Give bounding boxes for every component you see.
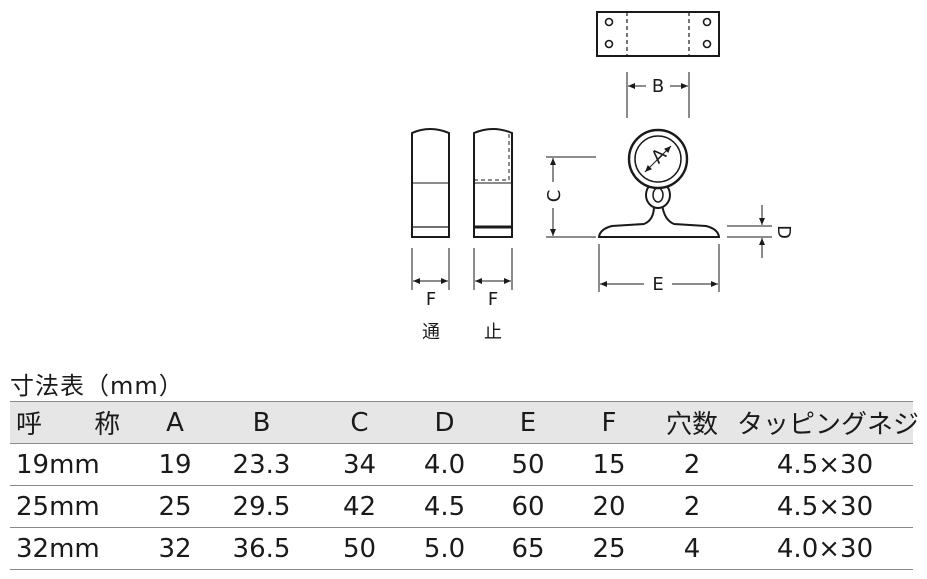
label-f-through: F: [426, 289, 436, 310]
cell-b: 29.5: [208, 485, 315, 528]
table-row: 32mm 32 36.5 50 5.0 65 25 4 4.0×30: [10, 527, 913, 570]
screw-hole: [604, 17, 614, 27]
cell-holes: 4: [647, 527, 737, 570]
screw-hole: [702, 39, 712, 49]
header-c: C: [315, 401, 404, 444]
cell-d: 5.0: [404, 527, 485, 570]
table-row: 19mm 19 23.3 34 4.0 50 15 2 4.5×30: [10, 443, 913, 486]
screw-hole: [702, 17, 712, 27]
cell-b: 36.5: [208, 527, 315, 570]
cell-name: 19mm: [10, 443, 142, 486]
label-f-stop: F: [488, 289, 498, 310]
header-name: 呼 称: [10, 401, 142, 444]
cell-screw: 4.5×30: [737, 443, 913, 486]
cell-screw: 4.0×30: [737, 527, 913, 570]
label-c: C: [544, 190, 565, 203]
header-b: B: [208, 401, 315, 444]
cell-holes: 2: [647, 485, 737, 528]
cell-e: 60: [485, 485, 571, 528]
cell-f: 15: [571, 443, 647, 486]
caption-stop: 止: [484, 322, 502, 343]
dimension-c: [546, 156, 596, 238]
cell-d: 4.0: [404, 443, 485, 486]
header-screw: タッピングネジ: [737, 401, 919, 444]
header-e: E: [485, 401, 571, 444]
cell-c: 50: [315, 527, 404, 570]
front-view: [597, 128, 721, 238]
dimension-f: [411, 248, 513, 290]
cell-c: 42: [315, 485, 404, 528]
cell-a: 19: [142, 443, 208, 486]
cell-holes: 2: [647, 443, 737, 486]
top-view: [596, 11, 720, 57]
table-title: 寸法表（mm）: [10, 372, 184, 400]
header-d: D: [404, 401, 485, 444]
cell-f: 20: [571, 485, 647, 528]
dimension-b: [626, 72, 690, 118]
table-row: 25mm 25 29.5 42 4.5 60 20 2 4.5×30: [10, 485, 913, 528]
header-f: F: [571, 401, 647, 444]
screw-hole: [604, 39, 614, 49]
cell-name: 25mm: [10, 485, 142, 528]
table-header-row: 呼 称 A B C D E F 穴数 タッピングネジ: [10, 401, 919, 444]
cell-e: 65: [485, 527, 571, 570]
dimension-table: 呼 称 A B C D E F 穴数 タッピングネジ 19mm 19 23.3 …: [10, 401, 919, 570]
technical-drawing: B F F 通 止 A C: [411, 11, 794, 343]
cell-name: 32mm: [10, 527, 142, 570]
cell-a: 25: [142, 485, 208, 528]
caption-through: 通: [422, 322, 440, 343]
cell-f: 25: [571, 527, 647, 570]
cell-e: 50: [485, 443, 571, 486]
cell-screw: 4.5×30: [737, 485, 913, 528]
side-view-stop: [473, 128, 513, 238]
header-holes: 穴数: [647, 401, 737, 444]
dimension-e: [598, 244, 720, 292]
header-a: A: [142, 401, 208, 444]
dimension-d: [727, 205, 772, 258]
cell-b: 23.3: [208, 443, 315, 486]
cell-d: 4.5: [404, 485, 485, 528]
label-b: B: [652, 76, 664, 97]
label-d: D: [773, 225, 794, 239]
side-view-through: [411, 128, 450, 238]
cell-c: 34: [315, 443, 404, 486]
cell-a: 32: [142, 527, 208, 570]
label-e: E: [652, 274, 663, 295]
